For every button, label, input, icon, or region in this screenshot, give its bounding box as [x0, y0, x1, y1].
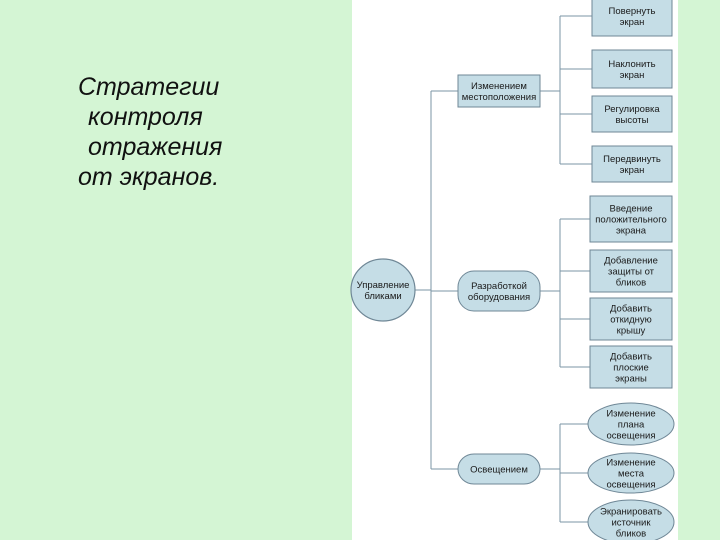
leaf-node-9-label-line-1: Изменение [606, 409, 655, 420]
leaf-node-11-label-line-2: источник [611, 518, 651, 529]
branch-node-2-label-line-1: Разработкой [471, 281, 527, 292]
right-margin [678, 0, 720, 540]
leaf-node-10 [587, 452, 675, 494]
leaf-node-2-label-line-2: экран [620, 70, 645, 81]
leaf-node-2-label-line-1: Наклонить [608, 59, 655, 70]
leaf-node-9-label-line-2: плана [618, 420, 645, 431]
root-node [350, 258, 416, 322]
leaf-node-10-label-line-3: освещения [607, 480, 656, 491]
branch-node-3-label-line-1: Освещением [470, 465, 528, 476]
leaf-node-3-label-line-2: высоты [616, 115, 649, 126]
leaf-node-10-label-line-2: места [618, 469, 645, 480]
slide-title: Стратегии контроля отражения от экранов. [78, 72, 338, 192]
leaf-node-10-label-line-1: Изменение [606, 458, 655, 469]
branch-node-1-label-line-2: местоположения [462, 92, 536, 103]
leaf-node-7-label-line-1: Добавить [610, 304, 652, 315]
branch-node-2 [457, 270, 541, 312]
branch-node-3 [457, 453, 541, 485]
leaf-node-1 [591, 0, 673, 37]
branch-node-1-label-line-1: Изменением [471, 81, 527, 92]
leaf-node-8-label-line-1: Добавить [610, 352, 652, 363]
leaf-node-6-label-line-3: бликов [616, 278, 646, 289]
title-line-4: от экранов. [78, 163, 220, 191]
title-line-3: отражения [88, 133, 223, 161]
leaf-node-6 [589, 249, 673, 293]
branch-node-2-label-line-2: оборудования [468, 292, 530, 303]
root-node-label-line-2: бликами [364, 291, 401, 302]
leaf-node-1-label-line-2: экран [620, 17, 645, 28]
leaf-node-6-label-line-2: защиты от [608, 267, 655, 278]
branch-node-1 [457, 74, 541, 108]
leaf-node-11-label-line-3: бликов [616, 529, 646, 540]
leaf-node-3 [591, 95, 673, 133]
leaf-node-5-label-line-3: экрана [616, 226, 647, 237]
leaf-node-9-label-line-3: освещения [607, 431, 656, 442]
leaf-node-7-label-line-2: откидную [610, 315, 652, 326]
leaf-node-5-label-line-2: положительного [595, 215, 666, 226]
leaf-node-1-label-line-1: Повернуть [609, 6, 656, 17]
leaf-node-5-label-line-1: Введение [609, 204, 652, 215]
leaf-node-8-label-line-3: экраны [615, 374, 647, 385]
leaf-node-8-label-line-2: плоские [613, 363, 649, 374]
leaf-node-7 [589, 297, 673, 341]
title-line-1: Стратегии [78, 73, 220, 101]
leaf-node-5 [589, 195, 673, 243]
leaf-node-11 [587, 499, 675, 540]
leaf-node-8 [589, 345, 673, 389]
leaf-node-4 [591, 145, 673, 183]
leaf-node-6-label-line-1: Добавление [604, 256, 658, 267]
leaf-node-9 [587, 402, 675, 446]
leaf-node-4-label-line-2: экран [620, 165, 645, 176]
leaf-node-3-label-line-1: Регулировка [604, 104, 660, 115]
leaf-node-4-label-line-1: Передвинуть [603, 154, 661, 165]
root-node-label-line-1: Управление [357, 280, 410, 291]
leaf-node-11-label-line-1: Экранировать [600, 507, 662, 518]
leaf-node-2 [591, 49, 673, 89]
leaf-node-7-label-line-3: крышу [617, 326, 646, 337]
title-line-2: контроля [88, 103, 203, 131]
